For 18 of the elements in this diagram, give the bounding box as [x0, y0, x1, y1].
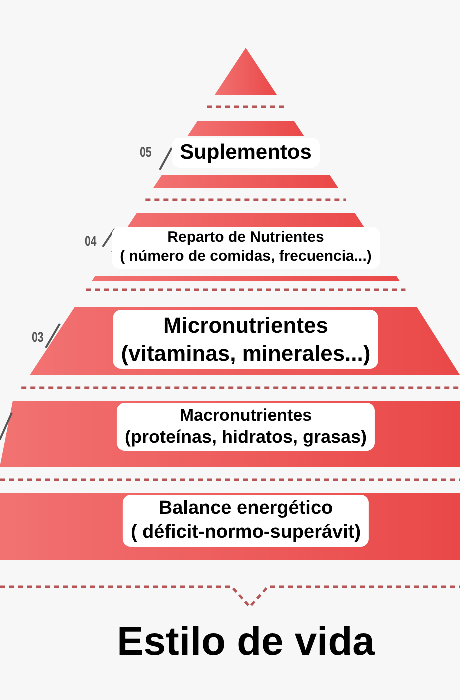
tier-subtitle: ( déficit-normo-superávit) — [130, 520, 362, 544]
tier-label-box — [122, 495, 370, 546]
tier-label-box — [172, 138, 320, 168]
tier-title: Balance energético — [158, 497, 334, 521]
tier-subtitle: ( número de comidas, frecuencia...) — [120, 248, 372, 266]
tier-title: Micronutrientes — [163, 312, 329, 340]
tier-subtitle: (proteínas, hidratos, grasas) — [124, 426, 368, 449]
tier-label-box — [112, 227, 380, 268]
tier-title: Reparto de Nutrientes — [168, 229, 324, 248]
tier-number: 03 — [32, 330, 44, 344]
base-label: Estilo de vida — [117, 622, 375, 662]
tier-label-box — [113, 310, 379, 369]
tier-subtitle: (vitaminas, minerales...) — [121, 340, 371, 367]
tier-number: 05 — [140, 145, 152, 159]
tier-title: Suplementos — [180, 140, 312, 166]
tier-label-box — [116, 403, 376, 451]
tier-title: Macronutrientes — [180, 405, 312, 426]
tier-number: 04 — [85, 234, 97, 248]
